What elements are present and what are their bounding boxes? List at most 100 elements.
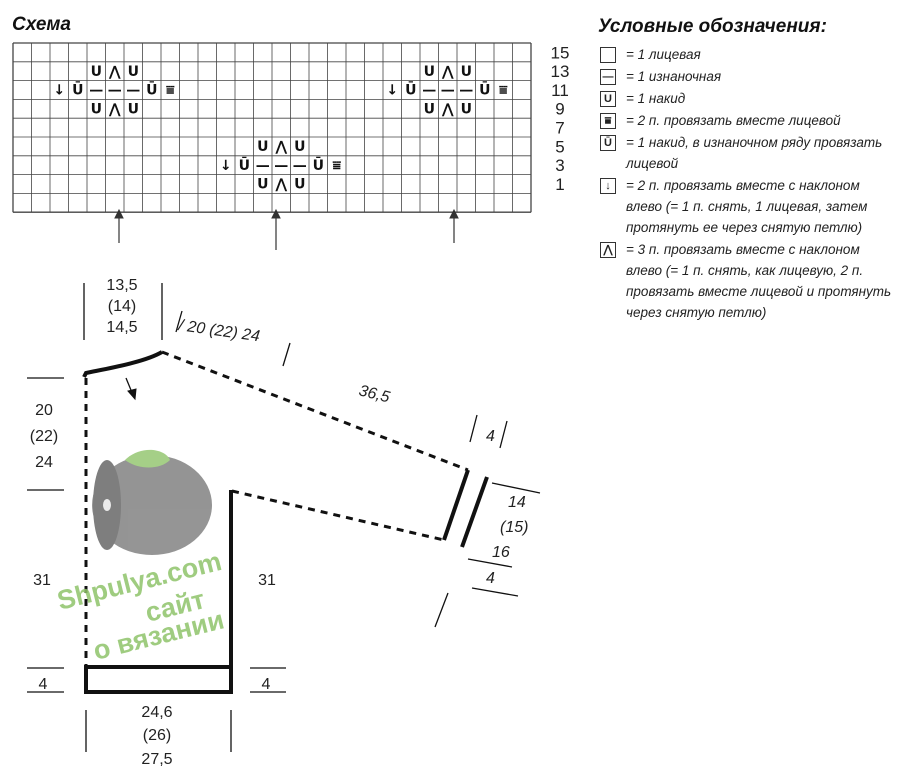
yarn-over-icon: U [91,102,102,118]
purl-stitch-icon: — [256,158,270,174]
k3tog-icon: ⋀ [442,64,454,80]
neck-width-3: 14,5 [106,319,137,336]
row-number: 9 [555,100,564,119]
yarn-over-icon: U [424,64,435,80]
yarn-over-icon: U [294,139,305,155]
yarn-over-bar-icon: Ū [313,156,324,174]
row-number: 11 [551,81,569,100]
down-arrow-icon: ↓ [386,83,398,99]
yarn-over-icon: U [91,64,102,80]
sleeve-width-2: (15) [500,519,528,536]
neck-arrow-icon [125,377,137,401]
k3tog-icon: ⋀ [275,139,287,155]
k2tog-icon: ⩸ [600,113,616,129]
purl-stitch-icon: — [89,83,103,99]
legend-text: = 1 изнаночная [626,69,722,84]
yarn-over-icon: U [257,139,268,155]
legend-item-knit: = 1 лицевая [598,44,898,65]
width-2: (26) [143,727,171,744]
yarn-over-icon: U [461,64,472,80]
knitting-chart: U⋀U↓Ū———Ū⩸U⋀UU⋀U↓Ū———Ū⩸U⋀UU⋀U↓Ū———Ū⩸U⋀U [12,42,532,213]
k2tog-icon: ⩸ [166,83,175,99]
row-number: 1 [555,175,564,194]
yarn-over-bar-icon: Ū [405,81,416,99]
yarn-over-bar-icon: Ū [600,135,616,151]
legend-text: = 2 п. провязать вместе с наклоном влево… [626,178,868,235]
purl-stitch-icon: — [459,83,473,99]
sleeve-band-height: 4 [486,570,495,587]
down-arrow-icon: ↓ [600,178,616,194]
legend-text: = 1 накид, в изнаночном ряду провязать л… [626,135,883,171]
width-3: 27,5 [141,751,172,768]
yarn-over-icon: U [294,177,305,193]
legend-text: = 3 п. провязать вместе с наклоном влево… [626,242,892,320]
sleeve-length: 36,5 [357,382,391,406]
purl-stitch-icon: — [108,83,122,99]
yarn-cone-icon [92,449,212,555]
purl-stitch-icon: — [126,83,140,99]
k3tog-icon: ⋀ [600,242,616,258]
k3tog-icon: ⋀ [109,102,121,118]
row-number: 5 [555,137,564,156]
yarn-over-icon: U [600,91,616,107]
row-number: 3 [555,156,564,175]
repeat-arrows [114,208,459,250]
k3tog-icon: ⋀ [442,102,454,118]
down-arrow-icon: ↓ [220,158,232,174]
legend-text: = 1 накид [626,91,686,106]
down-arrow-icon: ↓ [53,83,65,99]
purl-stitch-icon: — [441,83,455,99]
purl-stitch-icon: — [274,158,288,174]
width-1: 24,6 [141,704,172,721]
row-number: 13 [551,62,570,81]
legend: = 1 лицевая — = 1 изнаночная U = 1 накид… [598,44,898,324]
yarn-over-icon: U [257,177,268,193]
yarn-over-bar-icon: Ū [479,81,490,99]
legend-text: = 1 лицевая [626,47,701,62]
garment-schematic [27,283,541,752]
k3tog-icon: ⋀ [109,64,121,80]
yarn-over-icon: U [461,102,472,118]
hem-height-left: 4 [39,676,48,693]
yarn-over-bar-icon: Ū [72,81,83,99]
yarn-over-bar-icon: Ū [146,81,157,99]
legend-text: = 2 п. провязать вместе лицевой [626,113,841,128]
legend-item-yo-knit: Ū = 1 накид, в изнаночном ряду провязать… [598,132,898,174]
k2tog-icon: ⩸ [499,83,508,99]
armhole-depth-3: 24 [35,454,53,471]
knit-stitch-icon [600,47,616,63]
scheme-title: Схема [12,14,72,35]
sleeve-width-1: 14 [508,494,526,511]
legend-item-left-k2tog: ↓ = 2 п. провязать вместе с наклоном вле… [598,175,898,238]
sleeve-width-3: 16 [492,544,510,561]
yarn-over-bar-icon: Ū [239,156,250,174]
hem-height-right: 4 [262,676,271,693]
purl-stitch-icon: — [600,69,616,85]
watermark: Shpulya.com сайт о вязании [54,546,227,666]
legend-title: Условные обозначения: [598,16,827,37]
yarn-over-icon: U [128,102,139,118]
yarn-over-icon: U [424,102,435,118]
cuff-band-width: 4 [486,428,495,445]
neck-width-1: 13,5 [106,277,137,294]
row-number: 7 [555,118,564,137]
neck-width-2: (14) [108,298,136,315]
side-length-right: 31 [258,572,276,589]
legend-item-k2tog: ⩸ = 2 п. провязать вместе лицевой [598,110,898,131]
k2tog-icon: ⩸ [332,158,341,174]
armhole-depth-2: (22) [30,428,58,445]
purl-stitch-icon: — [293,158,307,174]
shoulder-length: / 20 (22) 24 [176,317,260,345]
legend-item-purl: — = 1 изнаночная [598,66,898,87]
legend-item-k3tog: ⋀ = 3 п. провязать вместе с наклоном вле… [598,239,898,323]
dimension-labels: 13,5 (14) 14,5 / 20 (22) 24 36,5 20 (22)… [30,277,529,768]
k3tog-icon: ⋀ [275,177,287,193]
row-number: 15 [551,43,570,62]
yarn-over-icon: U [128,64,139,80]
armhole-depth-1: 20 [35,402,53,419]
purl-stitch-icon: — [422,83,436,99]
legend-item-yarn-over: U = 1 накид [598,88,898,109]
side-length-left: 31 [33,572,51,589]
